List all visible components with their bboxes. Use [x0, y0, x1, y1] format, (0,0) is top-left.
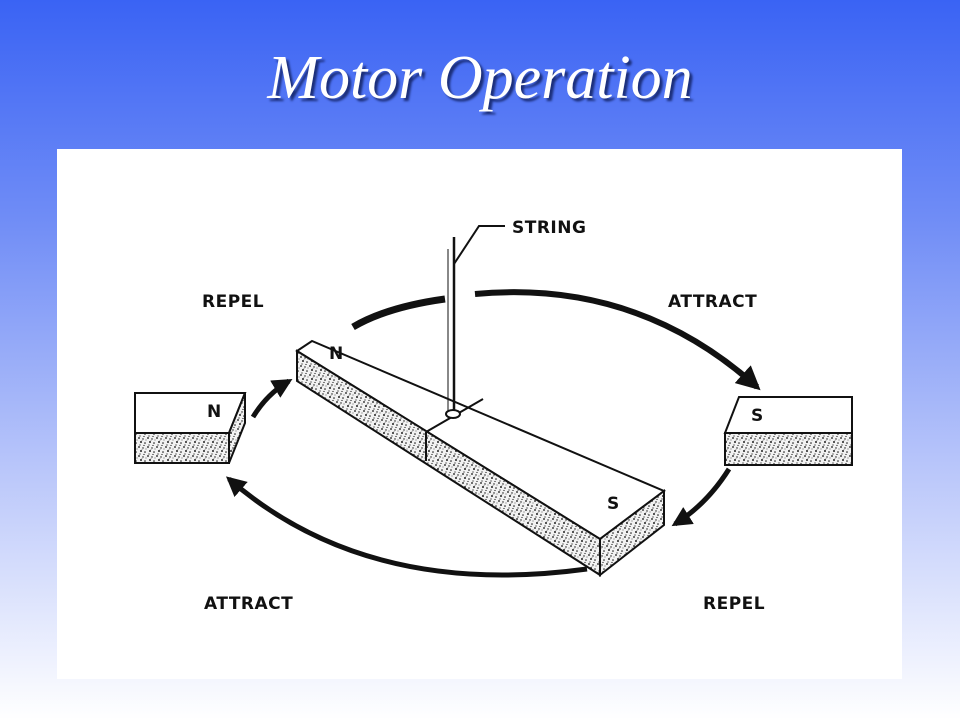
slide-title: Motor Operation	[267, 44, 693, 112]
repel-top-label: REPEL	[202, 292, 264, 312]
diagram-panel: STRING REPEL ATTRACT ATTRACT REPEL N S N…	[57, 149, 902, 679]
attract-top-label: ATTRACT	[668, 292, 757, 312]
arc-left-upper	[250, 378, 293, 419]
attract-bottom-label: ATTRACT	[204, 594, 293, 614]
arc-top-right	[474, 289, 761, 391]
arc-right-lower	[671, 467, 732, 527]
rotor-north-pole: N	[329, 344, 343, 364]
repel-bottom-label: REPEL	[703, 594, 765, 614]
string-label: STRING	[512, 218, 586, 238]
rotor-south-pole: S	[607, 494, 619, 514]
suspension-string	[445, 225, 505, 419]
left-magnet-pole: N	[207, 402, 221, 422]
left-magnet	[134, 392, 247, 464]
right-magnet-pole: S	[751, 406, 763, 426]
rotor-magnet	[295, 339, 666, 578]
arc-top-left	[351, 295, 446, 331]
motor-diagram: STRING REPEL ATTRACT ATTRACT REPEL N S N…	[134, 218, 853, 614]
arc-bottom	[225, 476, 588, 578]
right-magnet	[723, 396, 853, 466]
